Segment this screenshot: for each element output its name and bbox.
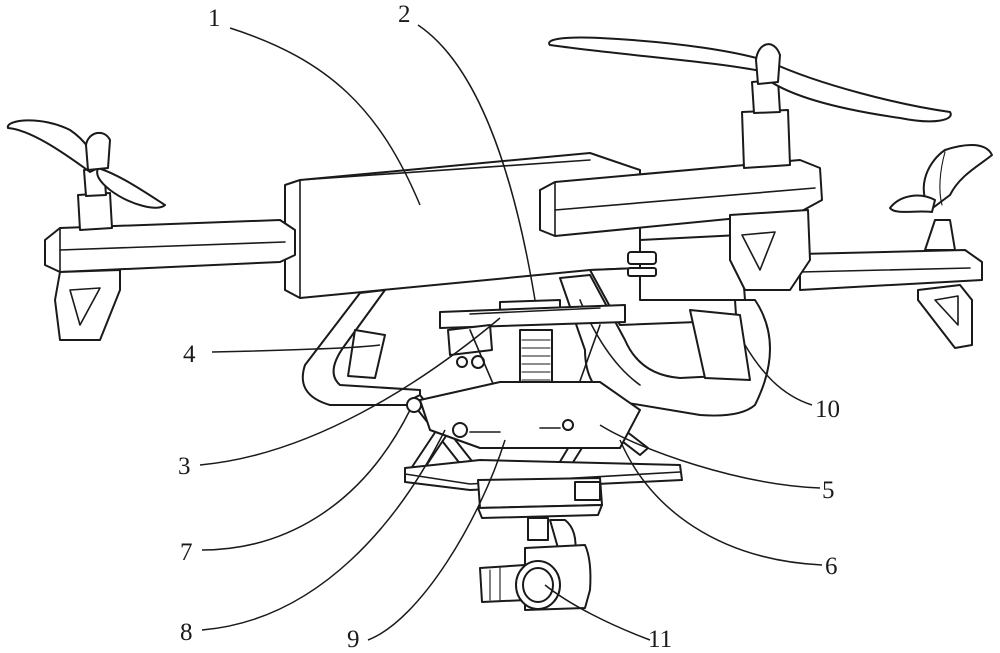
- label-5: 5: [822, 477, 835, 504]
- front-right-arm: [539, 79, 823, 291]
- label-4: 4: [183, 341, 196, 368]
- camera-gimbal: [479, 517, 592, 611]
- front-left-propeller: [7, 119, 166, 209]
- leader-8: [201, 429, 446, 631]
- rear-right-propeller: [889, 144, 993, 213]
- leader-7: [201, 409, 411, 551]
- front-right-propeller: [548, 36, 952, 123]
- base-plate: [404, 459, 683, 519]
- leader-2: [417, 24, 536, 301]
- label-8: 8: [180, 619, 193, 646]
- leader-lines: [199, 24, 823, 641]
- leader-11: [544, 584, 651, 641]
- rear-right-arm: [799, 219, 983, 349]
- front-left-arm: [44, 167, 296, 341]
- label-9: 9: [347, 626, 360, 653]
- label-3: 3: [178, 453, 191, 480]
- leader-4: [211, 344, 381, 353]
- label-2: 2: [398, 1, 411, 28]
- label-10: 10: [815, 396, 840, 423]
- leader-10: [744, 344, 813, 406]
- label-1: 1: [208, 5, 221, 32]
- label-11: 11: [648, 626, 672, 653]
- leader-5: [599, 424, 821, 489]
- mounting-plate: [419, 381, 641, 449]
- leader-3: [199, 317, 501, 466]
- label-6: 6: [825, 553, 838, 580]
- leader-1: [229, 27, 421, 206]
- damping-mount: [439, 299, 626, 401]
- label-7: 7: [180, 539, 193, 566]
- leader-6: [619, 439, 823, 566]
- leader-9: [367, 439, 506, 641]
- reference-labels: 1 2 3 4 5 6 7 8 9 10 11: [178, 1, 840, 653]
